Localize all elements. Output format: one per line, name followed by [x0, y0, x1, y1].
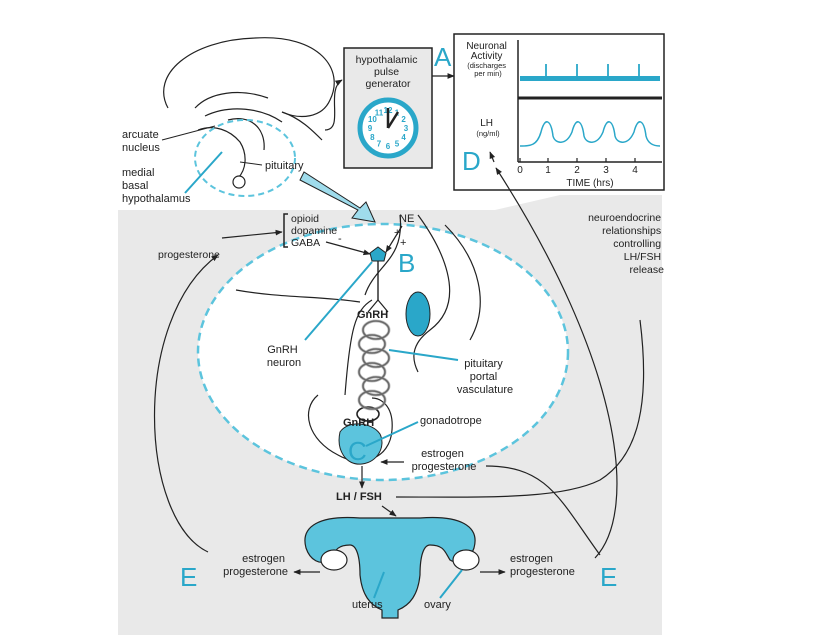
zoom-arrow	[299, 171, 376, 223]
uterus-label: uterus	[352, 599, 383, 611]
time-tick-labels: 0 1 2 3 4	[517, 165, 638, 176]
plus-sign-1: +	[394, 227, 400, 239]
posterior-pituitary	[405, 291, 431, 337]
clock-icon: 121234567891011	[357, 97, 419, 159]
lh-fsh-label: LH / FSH	[336, 491, 382, 503]
svg-text:4: 4	[632, 165, 638, 176]
svg-text:1: 1	[545, 165, 551, 176]
neuroendocrine-label: neuroendocrine relationships controlling…	[588, 212, 664, 276]
clock-number: 10	[368, 115, 377, 124]
clock-number: 6	[386, 142, 391, 151]
clock-number: 2	[401, 115, 406, 124]
graph-box	[453, 33, 665, 191]
clock-number: 8	[370, 133, 375, 142]
marker-a: A	[434, 42, 452, 72]
clock-number: 7	[377, 140, 382, 149]
arcuate-nucleus-label: arcuate nucleus	[122, 129, 162, 154]
clock-number: 9	[368, 124, 373, 133]
svg-text:2: 2	[574, 165, 580, 176]
lh-axis-label: LH (ng/ml)	[476, 118, 500, 138]
marker-b: B	[398, 248, 415, 278]
ovary-label: ovary	[424, 599, 451, 611]
gnrh-neuron-label: GnRH neuron	[267, 344, 301, 369]
feedback-loops	[153, 167, 645, 559]
clock-number: 3	[404, 124, 409, 133]
marker-c: C	[348, 436, 367, 466]
medial-basal-hypothalamus-label: medial basal hypothalamus	[122, 167, 191, 205]
estrogen-progesterone-right-label: estrogen progesterone	[510, 553, 575, 578]
neuronal-activity-band	[520, 76, 660, 81]
svg-text:3: 3	[603, 165, 609, 176]
connector-brain-to-generator	[324, 79, 343, 131]
gonadotrope-cell	[338, 423, 383, 465]
gnrh-lower-label: GnRH	[343, 417, 374, 429]
uterus-icon	[304, 516, 476, 619]
gnrh-upper-label: GnRH	[357, 309, 388, 321]
ne-label: NE	[399, 213, 414, 225]
left-ovary	[320, 549, 348, 571]
estrogen-progesterone-left-label: estrogen progesterone	[223, 553, 288, 578]
neuronal-spikes	[545, 64, 640, 81]
clock-number: 11	[375, 108, 384, 117]
pituitary-label: pituitary	[265, 160, 304, 172]
modulators-label: opioid dopamine GABA	[291, 213, 340, 249]
marker-d: D	[462, 146, 481, 176]
svg-text:0: 0	[517, 165, 523, 176]
progesterone-top-label: progesterone	[158, 249, 220, 261]
pulse-generator-label: hypothalamic pulse generator	[356, 54, 421, 90]
right-ovary	[452, 549, 480, 571]
lh-pulse-curve	[519, 121, 661, 147]
neuronal-activity-label: Neuronal Activity (discharges per min)	[466, 41, 509, 78]
clock-number: 4	[401, 133, 406, 142]
marker-e-right: E	[600, 562, 617, 592]
plus-sign-2: +	[400, 237, 406, 249]
minus-sign: -	[338, 233, 342, 245]
clock-number: 5	[395, 140, 400, 149]
gonadotrope-label: gonadotrope	[420, 415, 482, 427]
marker-e-left: E	[180, 562, 197, 592]
portal-vasculature-label: pituitary portal vasculature	[457, 358, 513, 396]
time-axis-label: TIME (hrs)	[566, 178, 613, 189]
gnrh-neuron-icon	[367, 246, 389, 313]
estrogen-progesterone-mid-label: estrogen progesterone	[412, 448, 477, 473]
time-tick-marks	[519, 158, 636, 162]
hypothalamus-dashed-region	[194, 119, 296, 197]
brain-sketch	[163, 37, 335, 189]
